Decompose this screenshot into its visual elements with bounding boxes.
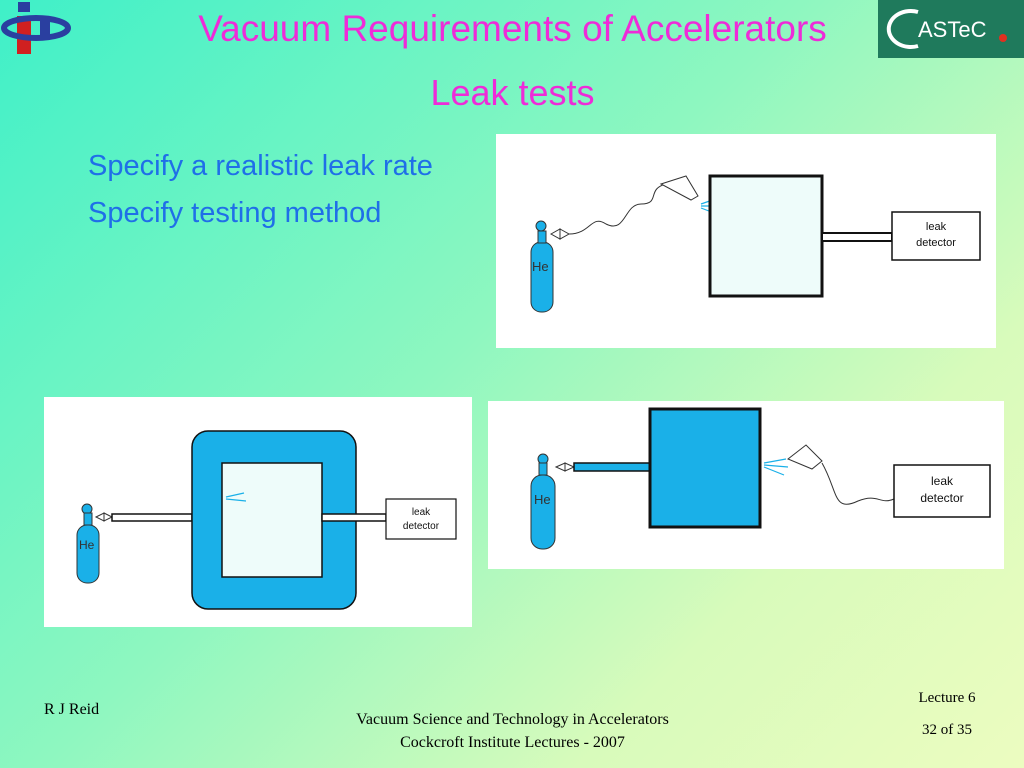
detector-label-2: detector xyxy=(920,491,963,505)
detector-label-2: detector xyxy=(916,237,956,249)
cylinder-label: He xyxy=(532,259,549,274)
helium-cylinder: He xyxy=(76,503,100,584)
diagram-hood-test: He leak detector xyxy=(44,397,472,627)
vacuum-chamber xyxy=(648,407,762,529)
hose xyxy=(568,183,667,235)
vacuum-chamber xyxy=(221,462,323,578)
pipe xyxy=(821,232,893,242)
leak-detector-box xyxy=(891,211,981,261)
sniffer-probe-icon xyxy=(787,444,823,470)
helium-cylinder: He xyxy=(530,453,556,550)
pipe xyxy=(111,513,193,522)
footer-line-2: Cockcroft Institute Lectures - 2007 xyxy=(400,734,625,751)
valve-icon xyxy=(554,462,576,472)
pipe xyxy=(321,513,387,522)
hose xyxy=(821,462,895,505)
footer-lecture: Lecture 6 xyxy=(918,690,976,706)
astec-logo: ASTeC xyxy=(878,0,1024,58)
detector-label-1: leak xyxy=(931,474,954,488)
astec-logo-text: ASTeC xyxy=(918,17,987,42)
spray-icon xyxy=(225,492,247,502)
spray-gun-icon xyxy=(659,175,699,201)
footer-page-number: 32 of 35 xyxy=(922,722,972,738)
spray-icon xyxy=(763,458,789,476)
valve-icon xyxy=(94,512,114,522)
footer-line-1: Vacuum Science and Technology in Acceler… xyxy=(356,711,669,728)
footer-author: R J Reid xyxy=(44,701,100,718)
ip-logo-icon xyxy=(0,0,72,56)
cylinder-label: He xyxy=(79,538,95,552)
leak-detector-box xyxy=(893,464,991,518)
valve-icon xyxy=(549,228,571,240)
diagram-spray-test: He leak detector xyxy=(496,134,996,348)
bullet-item: Specify a realistic leak rate xyxy=(88,150,433,182)
page-title: Vacuum Requirements of Accelerators xyxy=(198,8,827,49)
bullet-list: Specify a realistic leak rate Specify te… xyxy=(88,146,448,240)
footer-course: Vacuum Science and Technology in Acceler… xyxy=(300,708,725,754)
detector-label-1: leak xyxy=(926,221,947,233)
bullet-item: Specify testing method xyxy=(88,197,382,229)
cylinder-label: He xyxy=(534,492,551,507)
detector-label-1: leak xyxy=(412,507,431,518)
pipe xyxy=(573,462,651,472)
diagram-sniffer-test: He leak detector xyxy=(488,401,1004,569)
detector-label-2: detector xyxy=(403,521,440,532)
helium-cylinder: He xyxy=(530,220,554,313)
leak-detector-box xyxy=(385,498,457,540)
page-subtitle: Leak tests xyxy=(430,72,595,113)
vacuum-chamber xyxy=(708,174,824,298)
